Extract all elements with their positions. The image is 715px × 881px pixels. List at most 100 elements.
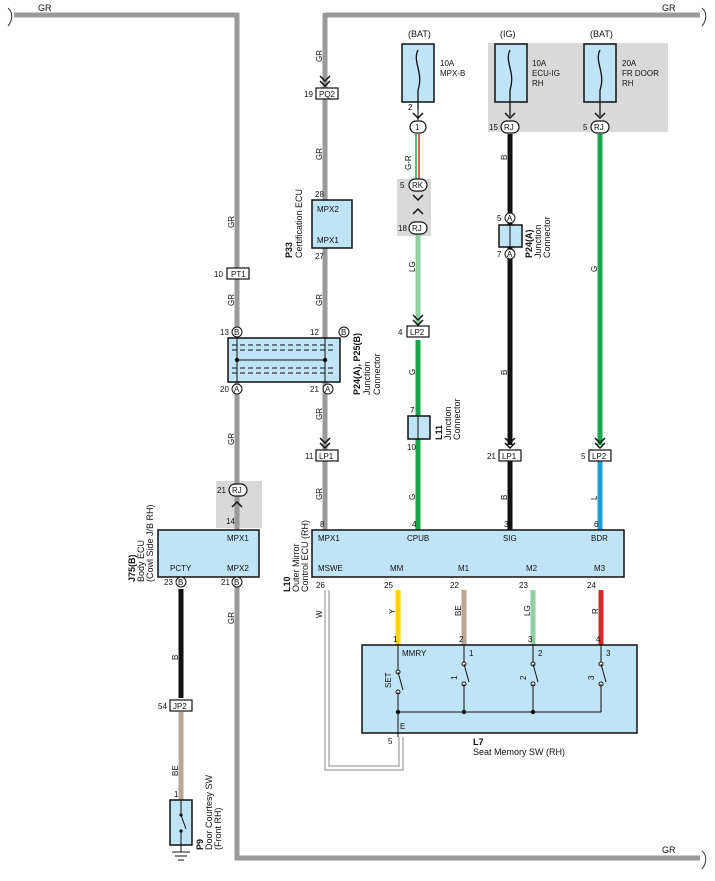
fuse-name: FR DOOR: [622, 69, 659, 78]
wire-label: B: [171, 655, 180, 660]
svg-text:5: 5: [581, 452, 586, 461]
svg-text:4: 4: [412, 520, 417, 529]
wire-label: GR: [227, 433, 236, 445]
svg-text:B: B: [341, 328, 346, 337]
wire-label: GR: [315, 294, 324, 306]
svg-text:4: 4: [596, 635, 601, 644]
body-ecu: [157, 529, 260, 578]
svg-text:15: 15: [489, 123, 498, 132]
svg-text:M2: M2: [526, 564, 538, 573]
svg-text:2: 2: [538, 649, 543, 658]
svg-text:JP2: JP2: [173, 702, 187, 711]
wire-label: G-R: [404, 155, 413, 170]
svg-text:MPX2: MPX2: [227, 564, 249, 573]
svg-text:22: 22: [450, 581, 459, 590]
switch-1: [461, 645, 470, 712]
wire-label: BE: [171, 765, 180, 776]
svg-text:B: B: [234, 328, 239, 337]
fuse-element: [507, 49, 513, 116]
svg-text:25: 25: [384, 581, 393, 590]
connector-rj: [590, 120, 610, 134]
svg-text:MPX2: MPX2: [317, 205, 339, 214]
fuse-amp: 20A: [622, 59, 637, 68]
fuse-element: [597, 49, 603, 116]
fuse-name: ECU-IG: [532, 69, 560, 78]
terminal-b: [231, 326, 243, 338]
svg-text:PT1: PT1: [231, 270, 246, 279]
svg-text:21: 21: [217, 486, 226, 495]
svg-text:5: 5: [388, 737, 393, 746]
wire-label: BE: [454, 605, 463, 616]
wire-gr-top-left: [14, 12, 240, 530]
svg-text:1: 1: [174, 790, 179, 799]
svg-text:23: 23: [164, 578, 173, 587]
connector-rj: [500, 120, 520, 134]
wire-label: GR: [662, 3, 676, 13]
switch-3: [598, 645, 607, 712]
svg-text:LP2: LP2: [410, 328, 425, 337]
svg-text:5: 5: [583, 123, 588, 132]
terminal-a: [504, 212, 516, 224]
wire-w: [324, 590, 404, 771]
svg-text:1: 1: [469, 649, 474, 658]
wire-label: LG: [408, 261, 417, 272]
connector-rk: [408, 178, 428, 192]
svg-text:Connector: Connector: [372, 353, 382, 395]
wire-label: GR: [227, 216, 236, 228]
svg-text:P24(A): P24(A): [524, 229, 534, 258]
svg-text:24: 24: [587, 581, 596, 590]
svg-text:20: 20: [220, 385, 229, 394]
svg-text:M3: M3: [594, 564, 606, 573]
svg-text:Seat Memory SW (RH): Seat Memory SW (RH): [473, 747, 565, 757]
svg-text:J75(B): J75(B): [127, 554, 137, 582]
terminal-a: [322, 383, 334, 395]
connector-rj: [408, 221, 428, 235]
connector-pq2: [315, 87, 339, 100]
svg-text:RK: RK: [412, 181, 424, 190]
wire-label: GR: [227, 612, 236, 624]
wire-label: Y: [388, 608, 397, 614]
connector-lp2: [588, 449, 612, 462]
svg-text:RJ: RJ: [412, 224, 422, 233]
break-mark: [701, 850, 707, 870]
wire-label: B: [500, 155, 509, 160]
wire-gr-bottom: [234, 587, 700, 861]
connector-pt1: [226, 267, 250, 280]
svg-text:5: 5: [497, 214, 502, 223]
svg-text:1: 1: [415, 123, 420, 132]
fuse-sub: RH: [622, 79, 634, 88]
svg-text:PQ2: PQ2: [319, 90, 336, 99]
svg-text:10: 10: [407, 443, 416, 452]
svg-text:11: 11: [305, 452, 314, 461]
svg-text:Junction: Junction: [362, 361, 372, 395]
wire-label: L: [590, 495, 599, 500]
outer-mirror-control-ecu: [311, 529, 625, 578]
connector-lp1: [315, 449, 339, 462]
svg-text:Connector: Connector: [542, 216, 552, 258]
svg-text:1: 1: [450, 675, 459, 680]
supply-label: (IG): [500, 29, 516, 39]
connector-rj: [228, 483, 248, 497]
svg-text:2: 2: [459, 635, 464, 644]
connector-arrow: [319, 75, 331, 88]
terminal-a: [504, 248, 516, 260]
wire-label: G: [590, 266, 599, 272]
certification-ecu: [311, 199, 353, 249]
svg-text:L10: L10: [282, 576, 292, 592]
svg-text:CPUB: CPUB: [407, 534, 429, 543]
svg-text:28: 28: [315, 190, 324, 199]
break-mark: [701, 7, 707, 27]
connector-lp1: [498, 449, 522, 462]
svg-text:3: 3: [606, 649, 611, 658]
svg-text:PCTY: PCTY: [170, 564, 192, 573]
svg-text:12: 12: [310, 328, 319, 337]
svg-text:LP2: LP2: [592, 452, 607, 461]
wire-label: GR: [315, 148, 324, 160]
svg-text:54: 54: [158, 702, 167, 711]
terminal-a: [231, 383, 243, 395]
svg-text:1: 1: [393, 635, 398, 644]
svg-text:4: 4: [398, 328, 403, 337]
svg-text:MSWE: MSWE: [318, 564, 343, 573]
svg-text:B: B: [234, 578, 239, 587]
